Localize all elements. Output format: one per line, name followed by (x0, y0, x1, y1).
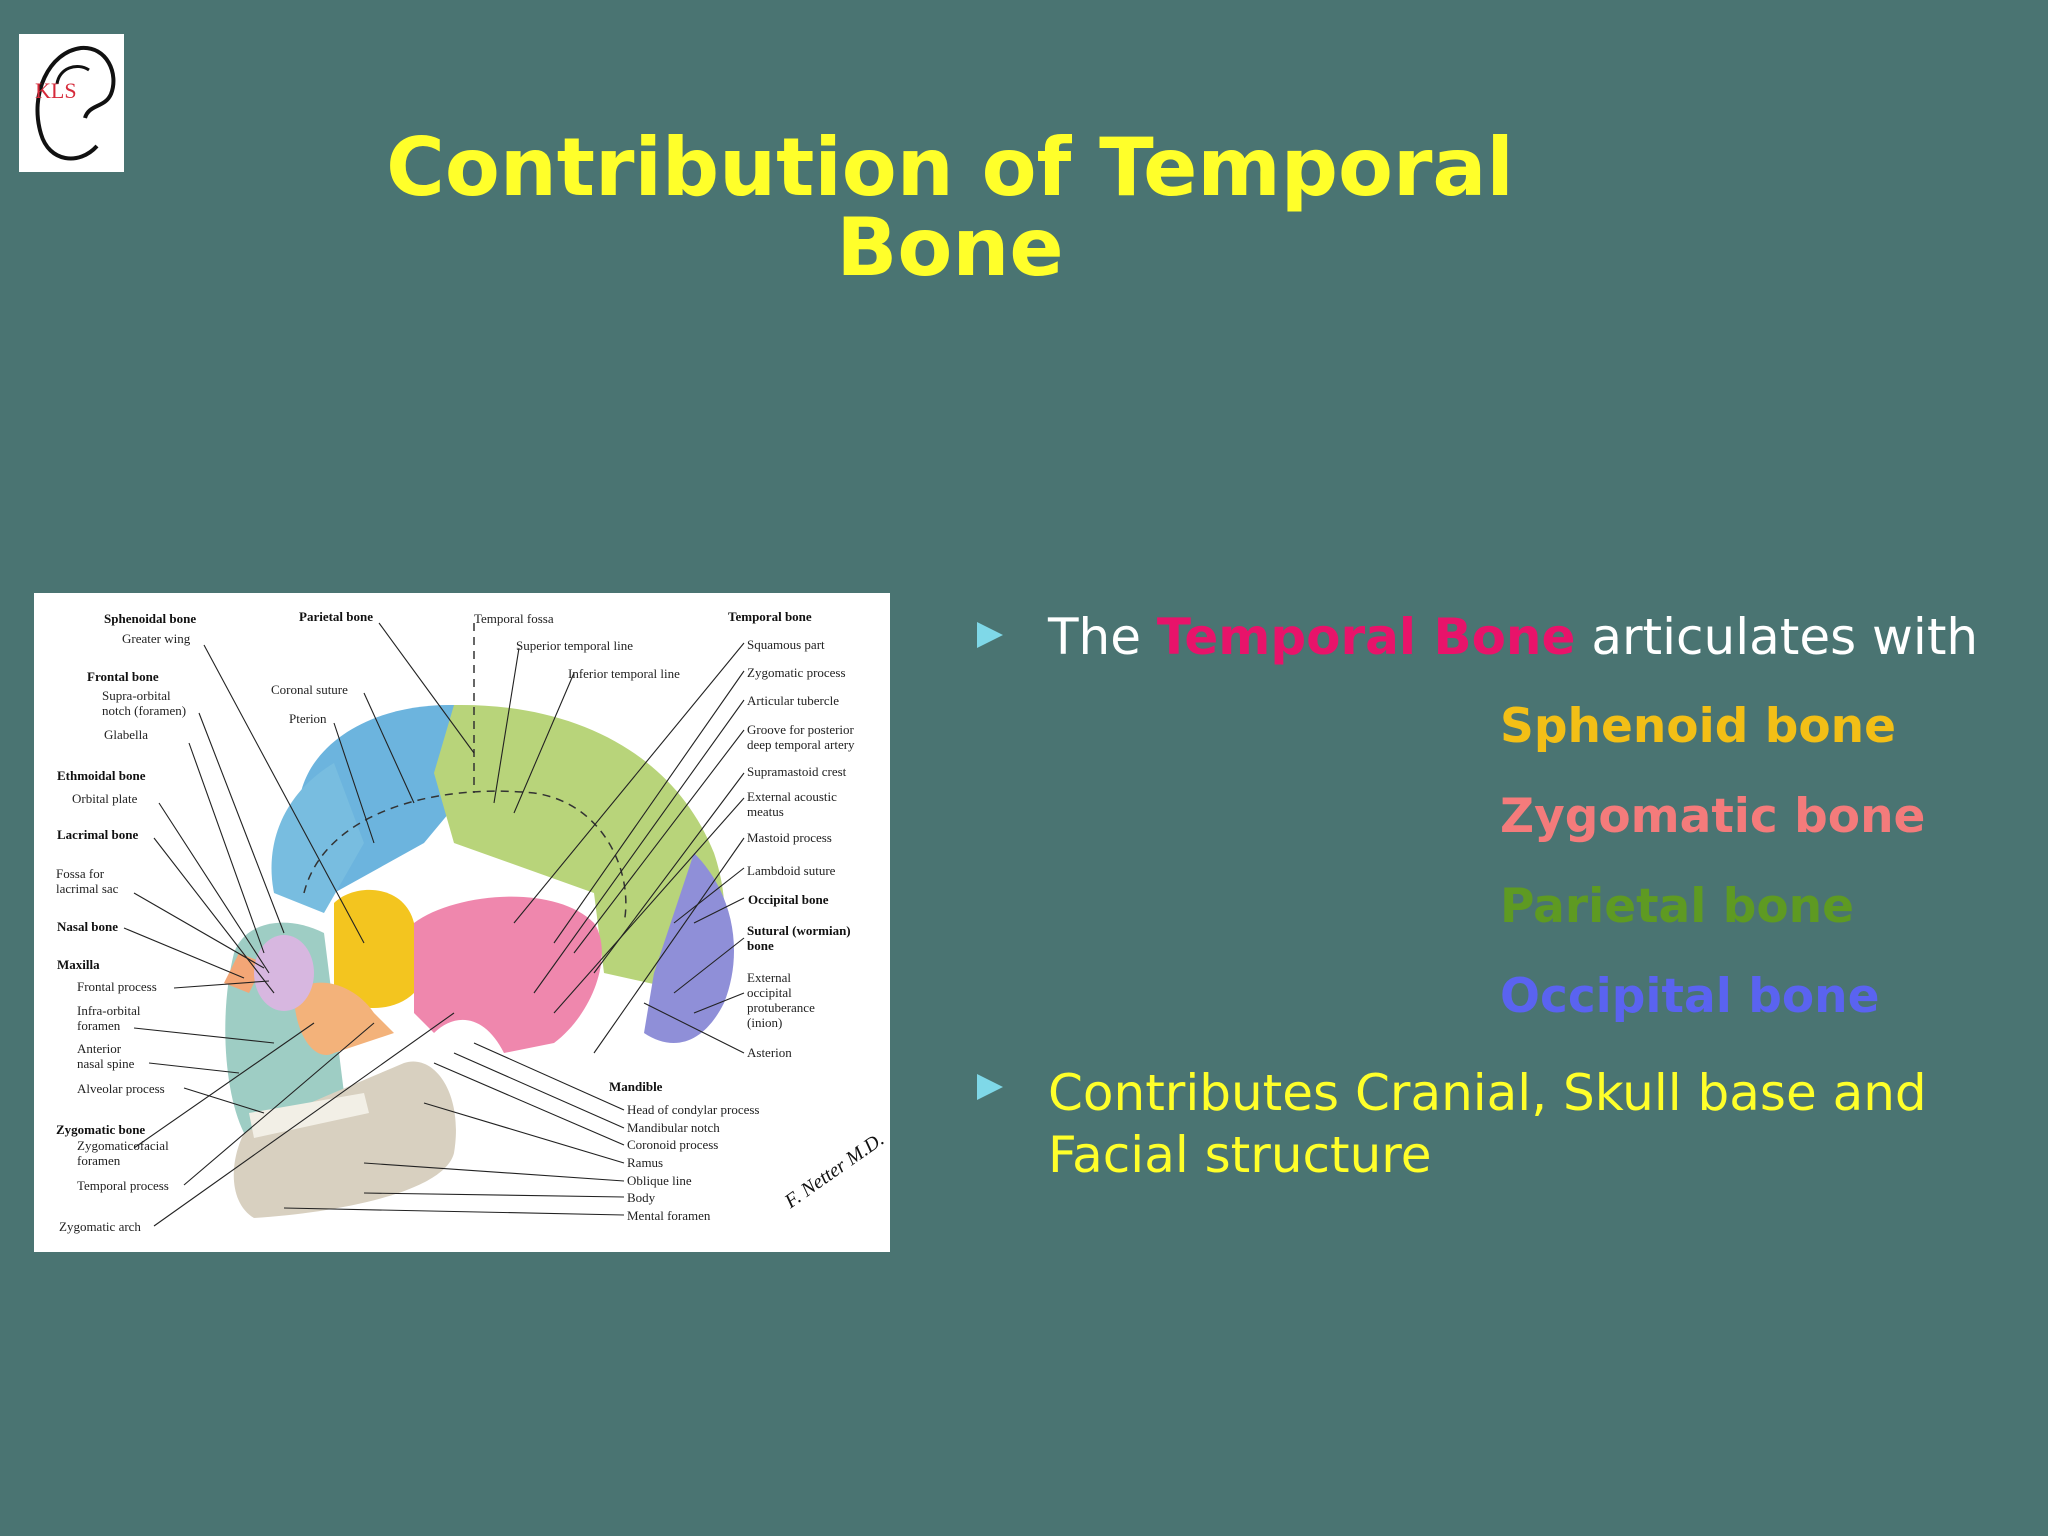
bullet-1-text: The Temporal Bone articulates with (1048, 612, 1978, 662)
mandible-shape (233, 1061, 456, 1218)
bone-zygomatic: Zygomatic bone (1500, 789, 1926, 844)
labels-top: Parietal bone Coronal suture Pterion Tem… (271, 609, 680, 726)
labels-right: Temporal bone Squamous part Zygomatic pr… (728, 609, 855, 1060)
label-zygomatic-process: Zygomatic process (747, 665, 846, 680)
label-greater-wing: Greater wing (122, 631, 191, 646)
temporal-bone-shape (414, 896, 602, 1053)
label-lacrimal-bone: Lacrimal bone (57, 827, 138, 842)
label-inion: (inion) (747, 1015, 782, 1030)
label-head-condylar: Head of condylar process (627, 1102, 759, 1117)
label-supramastoid-crest: Supramastoid crest (747, 764, 847, 779)
label-oblique-line: Oblique line (627, 1173, 692, 1188)
bullet-arrow-icon (975, 1072, 1005, 1102)
label-sphenoidal-bone: Sphenoidal bone (104, 611, 196, 626)
parietal-bone-shape (434, 704, 725, 993)
label-lacrimal-sac: lacrimal sac (56, 881, 119, 896)
label-inferior-temporal-line: Inferior temporal line (568, 666, 680, 681)
label-frontal-bone: Frontal bone (87, 669, 159, 684)
netter-signature: F. Netter M.D. (780, 1128, 888, 1213)
label-nasal-bone: Nasal bone (57, 919, 118, 934)
label-supra-orbital: Supra-orbital (102, 688, 171, 703)
label-meatus: meatus (747, 804, 784, 819)
bullet-1-highlight: Temporal Bone (1156, 608, 1576, 666)
label-lambdoid-suture: Lambdoid suture (747, 863, 836, 878)
skull-diagram: Sphenoidal bone Greater wing Frontal bon… (34, 593, 890, 1252)
labels-left: Sphenoidal bone Greater wing Frontal bon… (56, 611, 196, 1234)
label-pterion: Pterion (289, 711, 327, 726)
label-glabella: Glabella (104, 727, 148, 742)
label-occipital: occipital (747, 985, 792, 1000)
label-maxilla: Maxilla (57, 957, 100, 972)
occipital-bone-shape (644, 853, 734, 1043)
label-infra-orbital: Infra-orbital (77, 1003, 141, 1018)
label-protuberance: protuberance (747, 1000, 815, 1015)
label-sutural-wormian: Sutural (wormian) (747, 923, 851, 938)
label-mastoid-process: Mastoid process (747, 830, 832, 845)
label-external-acoustic: External acoustic (747, 789, 837, 804)
skull-illustration (224, 623, 734, 1218)
label-nasal-spine: nasal spine (77, 1056, 135, 1071)
label-deep-temporal-artery: deep temporal artery (747, 737, 855, 752)
bullet-1-prefix: The (1048, 608, 1157, 666)
kls-logo: KLS (19, 34, 124, 172)
label-frontal-process: Frontal process (77, 979, 157, 994)
label-ramus: Ramus (627, 1155, 663, 1170)
label-mandible: Mandible (609, 1079, 663, 1094)
label-zygomatic-bone: Zygomatic bone (56, 1122, 145, 1137)
label-temporal-fossa: Temporal fossa (474, 611, 554, 626)
logo-text: KLS (35, 78, 77, 103)
bone-sphenoid: Sphenoid bone (1500, 699, 1896, 754)
leader-lines (123, 622, 745, 1227)
label-superior-temporal-line: Superior temporal line (516, 638, 633, 653)
label-occipital-bone: Occipital bone (748, 892, 829, 907)
label-groove-posterior: Groove for posterior (747, 722, 855, 737)
label-foramen-1: foramen (77, 1018, 121, 1033)
label-zygomaticofacial: Zygomaticofacial (77, 1138, 169, 1153)
label-articular-tubercle: Articular tubercle (747, 693, 839, 708)
bone-parietal: Parietal bone (1500, 879, 1854, 934)
zygomatic-bone-shape (294, 982, 394, 1055)
label-body: Body (627, 1190, 656, 1205)
bone-occipital: Occipital bone (1500, 969, 1880, 1024)
label-mandibular-notch: Mandibular notch (627, 1120, 720, 1135)
label-coronoid-process: Coronoid process (627, 1137, 718, 1152)
frontal-lower (271, 763, 364, 913)
label-mental-foramen: Mental foramen (627, 1208, 711, 1223)
nasal-bone-shape (224, 953, 264, 993)
label-fossa-for: Fossa for (56, 866, 105, 881)
label-external: External (747, 970, 791, 985)
label-temporal-bone: Temporal bone (728, 609, 812, 624)
labels-bottom: Mandible Head of condylar process Mandib… (609, 1079, 759, 1223)
label-anterior: Anterior (77, 1041, 122, 1056)
label-orbital-plate: Orbital plate (72, 791, 138, 806)
sphenoid-bone-shape (334, 889, 414, 1008)
slide-title: Contribution of Temporal Bone (386, 121, 1514, 294)
bullet-1-suffix: articulates with (1575, 608, 1979, 666)
label-ethmoidal-bone: Ethmoidal bone (57, 768, 146, 783)
orbit-shape (254, 935, 314, 1011)
label-asterion: Asterion (747, 1045, 792, 1060)
bullet-2-text: Contributes Cranial, Skull base and Faci… (1048, 1064, 1927, 1184)
bullet-arrow-icon (975, 620, 1005, 650)
label-squamous-part: Squamous part (747, 637, 825, 652)
label-zygomatic-arch: Zygomatic arch (59, 1219, 141, 1234)
label-coronal-suture: Coronal suture (271, 682, 348, 697)
label-bone: bone (747, 938, 774, 953)
label-foramen-2: foramen (77, 1153, 121, 1168)
label-temporal-process: Temporal process (77, 1178, 169, 1193)
label-alveolar-process: Alveolar process (77, 1081, 165, 1096)
label-parietal-bone: Parietal bone (299, 609, 373, 624)
label-notch: notch (foramen) (102, 703, 186, 718)
